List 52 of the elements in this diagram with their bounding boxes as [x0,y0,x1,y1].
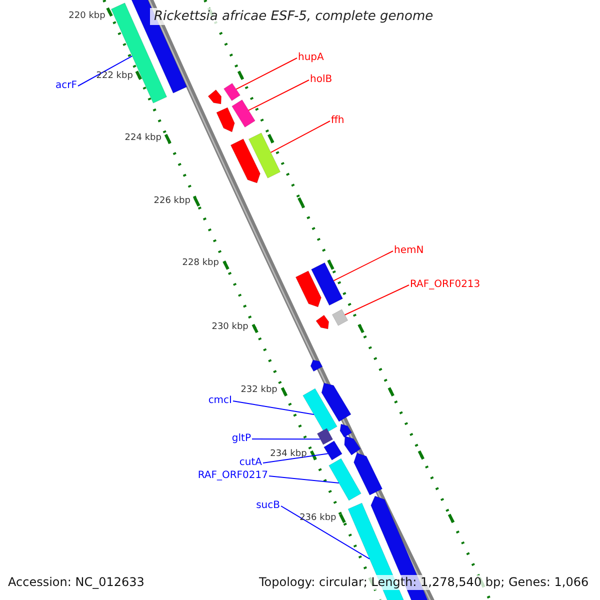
gene-label: sucB [256,500,280,512]
gene-label: acrF [56,80,77,92]
leader-line [252,438,321,440]
leader-line [236,58,298,90]
tick-label: 234 kbp [270,449,307,459]
gene-feature [324,440,342,460]
gene-feature [328,458,362,501]
gene-feature [316,314,330,330]
footer-text: Accession: NC_012633 [8,575,144,590]
gene-feature [332,309,348,326]
tick-label: 232 kbp [240,385,278,395]
gene-feature [216,107,235,132]
gene-feature [224,82,240,102]
tick-label: 228 kbp [182,258,219,268]
tick-label: 230 kbp [212,322,248,332]
tick-label: 222 kbp [96,71,133,81]
gene-label: RAF_ORF0217 [198,470,268,482]
tick-label: 224 kbp [124,133,162,143]
leader-line [78,56,133,86]
gene-feature [321,382,352,422]
gene-feature [311,262,343,306]
leader-line [333,250,394,282]
gene-feature [310,360,323,372]
leader-line [268,476,340,484]
tick-label: 220 kbp [68,11,106,21]
leader-line [248,80,310,111]
leader-line [232,400,314,415]
gene-feature [208,90,222,104]
gene-label: gltP [232,433,251,445]
gene-feature [316,428,334,445]
leader-line [280,506,370,560]
gene-feature [248,132,281,178]
gene-feature [230,138,260,184]
gene-label: ffh [331,115,344,127]
tick-label: 236 kbp [300,513,336,523]
gene-feature [354,452,383,496]
tick-label: 226 kbp [154,196,190,206]
gene-label: cutA [239,457,262,469]
gene-label: hemN [394,245,424,257]
gene-feature [340,424,352,438]
gene-label: hupA [298,52,324,64]
gene-label: cmcI [208,395,232,407]
gene-feature [344,436,361,456]
leader-line [270,120,330,153]
leader-line [344,284,410,316]
gene-feature [232,100,256,128]
gene-feature [295,270,322,308]
footer-text: Topology: circular; Length: 1,278,540 bp; Genes: 1,066 [259,575,589,590]
gene-label: RAF_ORF0213 [410,279,480,291]
gene-label: holB [310,74,332,86]
leader-line [262,453,328,464]
gene-feature [302,388,338,434]
